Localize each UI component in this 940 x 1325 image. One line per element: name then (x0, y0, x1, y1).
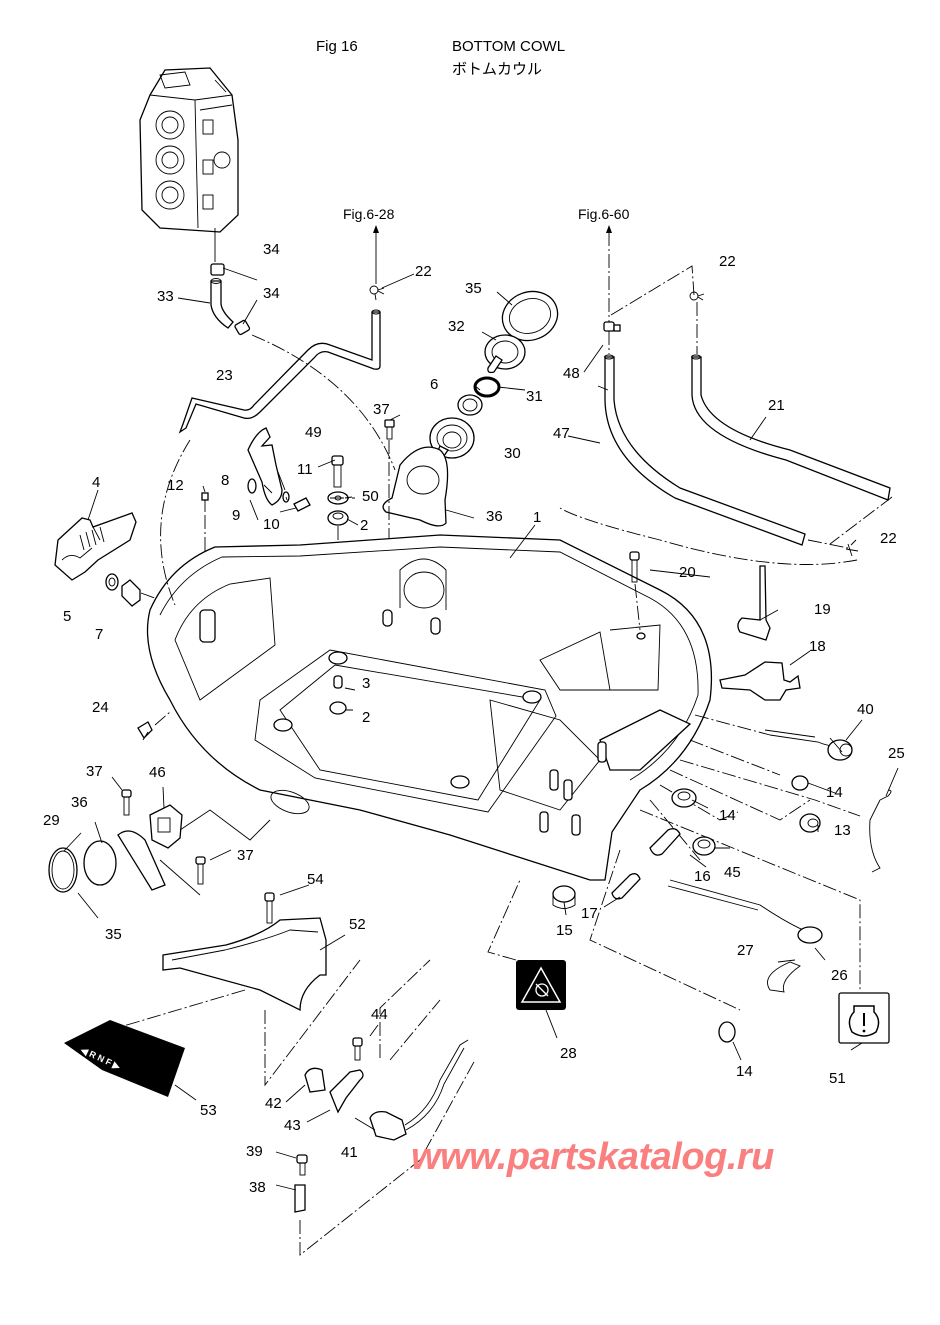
callout-part-21[interactable]: 21 (768, 397, 785, 414)
callout-part-14[interactable]: 14 (826, 784, 843, 801)
callout-part-1[interactable]: 1 (533, 509, 542, 526)
neutral-switch-parts-illustration (294, 959, 476, 1256)
callout-part-37[interactable]: 37 (86, 763, 103, 780)
wiring-and-grommets-illustration (552, 714, 892, 1043)
callout-part-13[interactable]: 13 (834, 822, 851, 839)
callout-part-44[interactable]: 44 (371, 1006, 388, 1023)
callout-part-30[interactable]: 30 (504, 445, 521, 462)
leader-lines (63, 267, 899, 1191)
cylinder-head-illustration (139, 67, 239, 262)
callout-part-53[interactable]: 53 (200, 1102, 217, 1119)
bracket-36-illustration (382, 419, 449, 590)
callout-part-25[interactable]: 25 (888, 745, 905, 762)
callout-part-14[interactable]: 14 (719, 807, 736, 824)
callout-part-54[interactable]: 54 (307, 871, 324, 888)
callout-part-50[interactable]: 50 (362, 488, 379, 505)
hose-33-illustration (210, 263, 251, 336)
callout-part-37[interactable]: 37 (373, 401, 390, 418)
reference-fig-6-28[interactable]: Fig.6-28 (343, 206, 395, 222)
callout-part-36[interactable]: 36 (486, 508, 503, 525)
callout-part-35[interactable]: 35 (465, 280, 482, 297)
callout-part-35[interactable]: 35 (105, 926, 122, 943)
callout-part-8[interactable]: 8 (221, 472, 230, 489)
callout-part-22[interactable]: 22 (719, 253, 736, 270)
callout-part-7[interactable]: 7 (95, 626, 104, 643)
right-small-parts-illustration (629, 551, 801, 701)
callout-part-24[interactable]: 24 (92, 699, 109, 716)
callout-part-16[interactable]: 16 (694, 868, 711, 885)
callout-part-27[interactable]: 27 (737, 942, 754, 959)
clip-22a-illustration (369, 225, 385, 301)
callout-part-49[interactable]: 49 (305, 424, 322, 441)
callout-part-22[interactable]: 22 (415, 263, 432, 280)
callout-part-14[interactable]: 14 (736, 1063, 753, 1080)
bottom-cowl-illustration (146, 534, 713, 881)
callout-part-39[interactable]: 39 (246, 1143, 263, 1160)
warning-decal-28 (487, 879, 566, 1010)
callout-part-45[interactable]: 45 (724, 864, 741, 881)
callout-part-48[interactable]: 48 (563, 365, 580, 382)
watermark: www.partskatalog.ru (411, 1136, 774, 1178)
callout-part-9[interactable]: 9 (232, 507, 241, 524)
hoses-47-21-illustration (559, 225, 893, 565)
callout-part-40[interactable]: 40 (857, 701, 874, 718)
tiller-cover-4-illustration (54, 512, 161, 607)
callout-part-38[interactable]: 38 (249, 1179, 266, 1196)
reference-fig-6-60[interactable]: Fig.6-60 (578, 206, 630, 222)
callout-part-17[interactable]: 17 (581, 905, 598, 922)
callout-part-28[interactable]: 28 (560, 1045, 577, 1062)
callout-part-20[interactable]: 20 (679, 564, 696, 581)
callout-part-11[interactable]: 11 (297, 461, 313, 478)
callout-part-51[interactable]: 51 (829, 1070, 846, 1087)
callout-part-2[interactable]: 2 (360, 517, 369, 534)
callout-part-23[interactable]: 23 (216, 367, 233, 384)
callout-part-5[interactable]: 5 (63, 608, 72, 625)
callout-part-47[interactable]: 47 (553, 425, 570, 442)
callout-part-3[interactable]: 3 (362, 675, 371, 692)
callout-part-31[interactable]: 31 (526, 388, 543, 405)
grommet-assembly-illustration (429, 290, 559, 464)
callout-part-29[interactable]: 29 (43, 812, 60, 829)
callout-part-41[interactable]: 41 (341, 1144, 358, 1161)
callout-part-42[interactable]: 42 (265, 1095, 282, 1112)
callout-part-32[interactable]: 32 (448, 318, 465, 335)
page-title-japanese: ボトムカウル (452, 60, 543, 78)
callout-part-6[interactable]: 6 (430, 376, 439, 393)
left-lower-parts-illustration (48, 711, 271, 896)
shift-decal-text: ◀ R N F ▶ (78, 1044, 123, 1072)
callout-part-18[interactable]: 18 (809, 638, 826, 655)
callout-part-4[interactable]: 4 (92, 474, 101, 491)
callout-part-22[interactable]: 22 (880, 530, 897, 547)
callout-part-43[interactable]: 43 (284, 1117, 301, 1134)
figure-number: Fig 16 (316, 38, 358, 55)
hose-23-illustration (178, 309, 381, 434)
page-title: BOTTOM COWL (452, 38, 566, 55)
callout-part-26[interactable]: 26 (831, 967, 848, 984)
lower-cover-52-illustration (109, 892, 361, 1087)
callout-part-2[interactable]: 2 (362, 709, 371, 726)
caution-decal-51 (838, 992, 890, 1044)
shift-decal-53: ◀ R N F ▶ (64, 1020, 185, 1097)
callout-part-46[interactable]: 46 (149, 764, 166, 781)
callout-part-15[interactable]: 15 (556, 922, 573, 939)
callout-part-34[interactable]: 34 (263, 285, 280, 302)
callout-part-37[interactable]: 37 (237, 847, 254, 864)
callout-part-19[interactable]: 19 (814, 601, 831, 618)
callout-part-33[interactable]: 33 (157, 288, 174, 305)
callout-part-34[interactable]: 34 (263, 241, 280, 258)
callout-part-12[interactable]: 12 (167, 477, 184, 494)
callout-part-10[interactable]: 10 (263, 516, 280, 533)
callout-part-52[interactable]: 52 (349, 916, 366, 933)
callout-part-36[interactable]: 36 (71, 794, 88, 811)
